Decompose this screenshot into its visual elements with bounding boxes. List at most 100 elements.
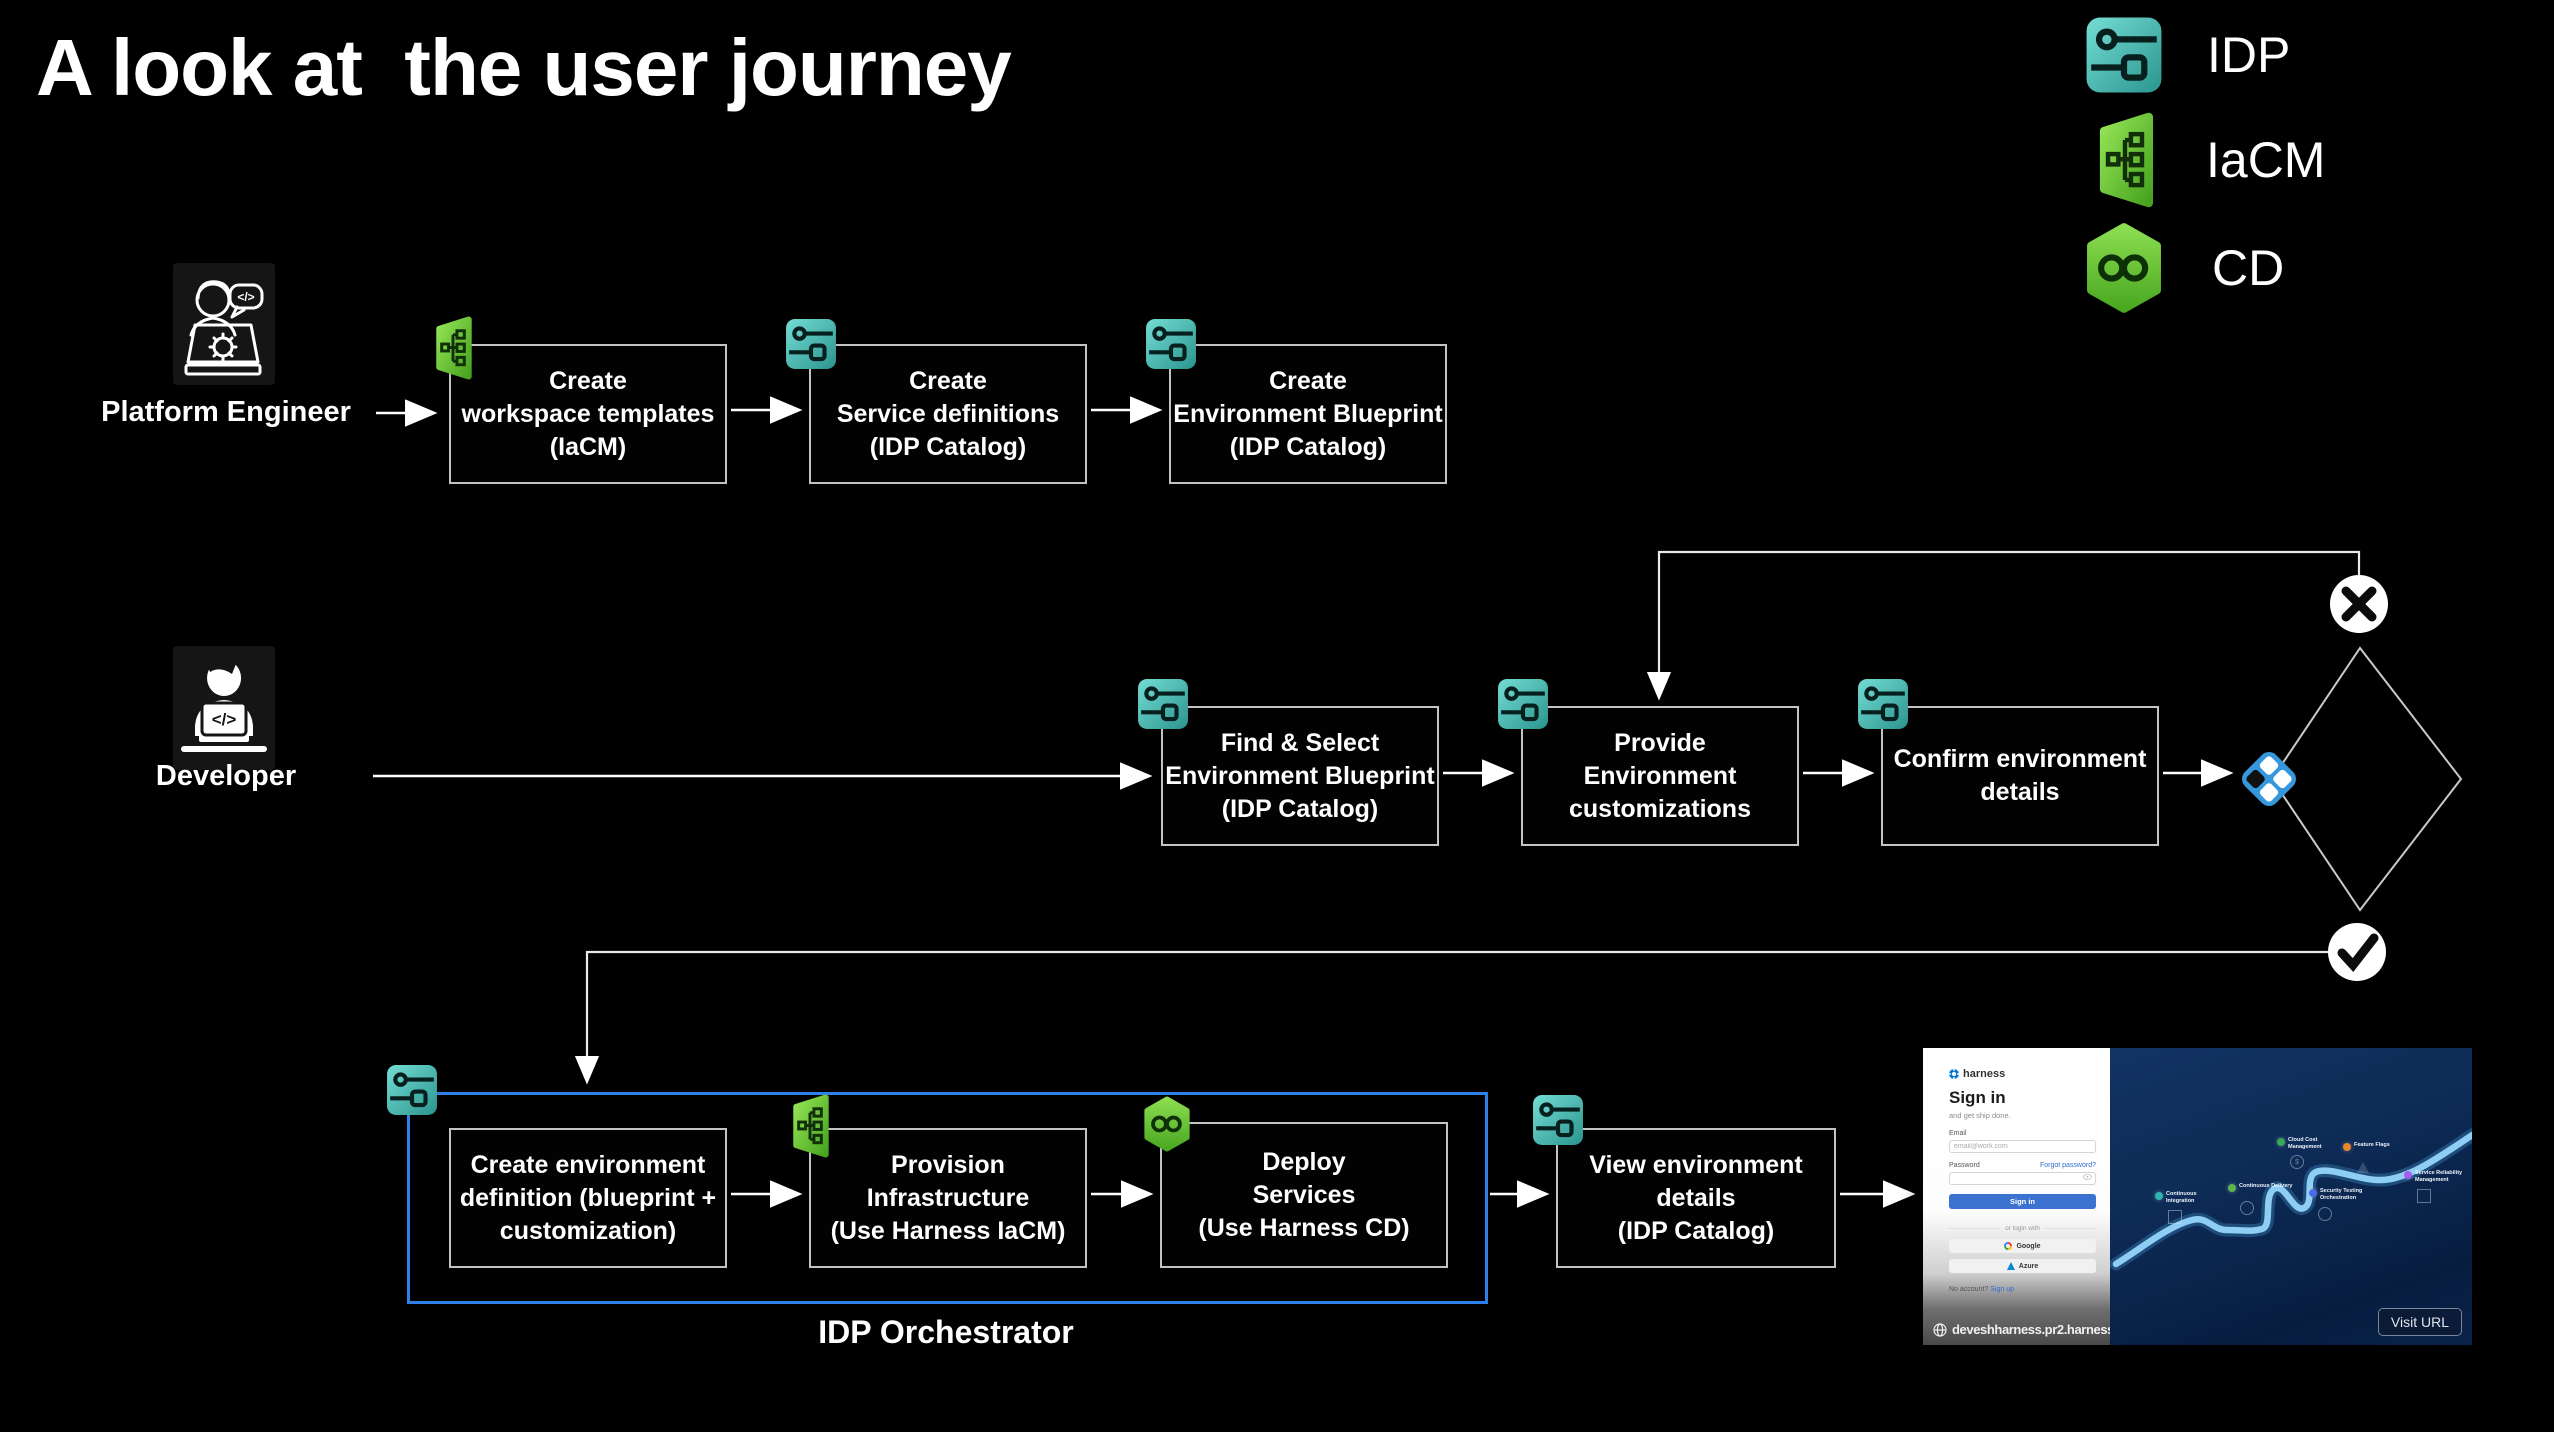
step-create-workspace-templates: Create workspace templates (IaCM): [449, 344, 727, 484]
developer-icon: </>: [173, 646, 275, 770]
step-line: Provide: [1614, 728, 1706, 757]
step-view-environment-details: View environment details (IDP Catalog): [1556, 1128, 1836, 1268]
product-dot: [2404, 1171, 2412, 1179]
step-line: Provision: [891, 1150, 1005, 1179]
eye-icon[interactable]: [2083, 1174, 2092, 1180]
gear-glyph: [2240, 1201, 2254, 1215]
password-input[interactable]: [1949, 1172, 2096, 1185]
dollar-glyph: $: [2290, 1155, 2304, 1169]
step-provision-infrastructure: Provision Infrastructure (Use Harness Ia…: [809, 1128, 1087, 1268]
harness-logo: harness: [1949, 1068, 2005, 1080]
step-line: customization): [499, 1216, 677, 1245]
actor-label-platform-engineer: Platform Engineer: [101, 396, 351, 428]
url-text: deveshharness.pr2.harness.io: [1952, 1322, 2128, 1337]
password-label: Password: [1949, 1162, 1980, 1169]
legend-label-iacm: IaCM: [2206, 132, 2326, 188]
forgot-password-link[interactable]: Forgot password?: [2039, 1162, 2096, 1169]
step-deploy-services: Deploy Services (Use Harness CD): [1160, 1122, 1448, 1268]
email-input[interactable]: [1949, 1140, 2096, 1153]
legend-label-cd: CD: [2212, 240, 2285, 296]
step-line: Confirm environment: [1893, 745, 2147, 773]
step-create-service-definitions: Create Service definitions (IDP Catalog): [809, 344, 1087, 484]
platform-engineer-icon: </>: [173, 263, 275, 385]
harness-signin-screenshot: harness Sign in and get ship done. Email…: [1923, 1048, 2472, 1345]
azure-icon: [2006, 1262, 2015, 1270]
product-dot: [2309, 1189, 2317, 1197]
step-line: Service definitions: [836, 399, 1060, 428]
actor-label-developer: Developer: [155, 760, 297, 792]
harness-hero-panel: Continuous Integration Continuous Delive…: [2110, 1048, 2472, 1345]
signin-button[interactable]: Sign in: [1949, 1194, 2096, 1209]
cube-glyph: [2168, 1210, 2182, 1224]
harness-logo-icon: [1949, 1069, 1959, 1079]
policy-fail-loop: [1646, 550, 2361, 701]
step-line: (IDP Catalog): [1617, 1216, 1775, 1245]
brand-name: harness: [1963, 1068, 2006, 1080]
legend-item-cd: CD: [2080, 222, 2284, 314]
email-label: Email: [1949, 1130, 1967, 1137]
journey-road: [2110, 1127, 2472, 1271]
svg-text:</>: </>: [212, 710, 237, 729]
legend-item-iacm: IaCM: [2088, 112, 2325, 208]
step-provide-environment-customizations: Provide Environment customizations: [1521, 706, 1799, 846]
azure-label: Azure: [2018, 1262, 2039, 1270]
policy-pass-path: [574, 950, 2328, 1085]
step-find-select-environment-blueprint: Find & Select Environment Blueprint (IDP…: [1161, 706, 1439, 846]
step-line: details: [1656, 1183, 1736, 1212]
step-line: Find & Select: [1220, 728, 1380, 757]
product-dot: [2228, 1184, 2236, 1192]
policy-check-diamond: [2270, 646, 2463, 912]
product-feature-flags: Feature Flags: [2343, 1142, 2408, 1151]
legend-item-idp: IDP: [2085, 16, 2290, 94]
azure-signin-button[interactable]: Azure: [1949, 1259, 2096, 1273]
step-line: Deploy: [1262, 1147, 1346, 1176]
signin-heading: Sign in: [1949, 1088, 2006, 1107]
step-line: (Use Harness CD): [1198, 1213, 1410, 1242]
box-glyph: [2417, 1189, 2431, 1203]
policy-check-icon: [2242, 752, 2296, 806]
product-cloud-cost-management: Cloud Cost Management: [2277, 1137, 2342, 1150]
step-line: (Use Harness IaCM): [830, 1216, 1066, 1245]
step-line: (IDP Catalog): [1221, 794, 1379, 823]
signin-panel: harness Sign in and get ship done. Email…: [1923, 1048, 2128, 1345]
step-line: Create: [1269, 366, 1347, 395]
product-dot: [2155, 1192, 2163, 1200]
oauth-divider: or login with: [1949, 1225, 2096, 1232]
globe-icon: [1933, 1322, 1947, 1337]
step-create-environment-definition: Create environment definition (blueprint…: [449, 1128, 727, 1268]
step-line: Environment Blueprint: [1173, 399, 1443, 428]
step-line: Create: [909, 366, 987, 395]
step-line: workspace templates: [461, 399, 715, 428]
step-line: (IDP Catalog): [869, 432, 1027, 461]
key-glyph: [2318, 1207, 2332, 1221]
step-create-environment-blueprint: Create Environment Blueprint (IDP Catalo…: [1169, 344, 1447, 484]
legend-label-idp: IDP: [2207, 27, 2291, 83]
signin-subheading: and get ship done.: [1949, 1111, 2011, 1120]
signup-link[interactable]: Sign up: [1990, 1286, 2015, 1293]
flask-glyph: [2357, 1162, 2369, 1173]
no-account-text: No account? Sign up: [1949, 1286, 2015, 1293]
product-security-testing-orchestration: Security Testing Orchestration: [2309, 1188, 2374, 1201]
google-label: Google: [2016, 1242, 2041, 1250]
step-line: View environment: [1589, 1150, 1803, 1179]
product-service-reliability-management: Service Reliability Management: [2404, 1170, 2469, 1183]
google-signin-button[interactable]: Google: [1949, 1239, 2096, 1253]
idp-orchestrator-label: IDP Orchestrator: [818, 1314, 1074, 1350]
pass-check-icon: [2328, 923, 2386, 981]
product-continuous-integration: Continuous Integration: [2155, 1191, 2220, 1204]
product-continuous-delivery: Continuous Delivery: [2228, 1183, 2293, 1192]
step-line: Services: [1252, 1180, 1356, 1209]
google-icon: [2004, 1242, 2013, 1250]
step-line: details: [1980, 778, 2060, 806]
product-dot: [2343, 1143, 2351, 1151]
step-line: Create: [549, 366, 627, 395]
step-line: Create environment: [470, 1150, 706, 1179]
step-line: Infrastructure: [866, 1183, 1030, 1212]
step-confirm-environment-details: Confirm environment details: [1881, 706, 2159, 846]
browser-url: deveshharness.pr2.harness.io: [1933, 1322, 2128, 1337]
product-dot: [2277, 1138, 2285, 1146]
visit-url-button[interactable]: Visit URL: [2377, 1308, 2462, 1336]
step-line: (IaCM): [549, 432, 627, 461]
svg-text:</>: </>: [237, 290, 254, 304]
